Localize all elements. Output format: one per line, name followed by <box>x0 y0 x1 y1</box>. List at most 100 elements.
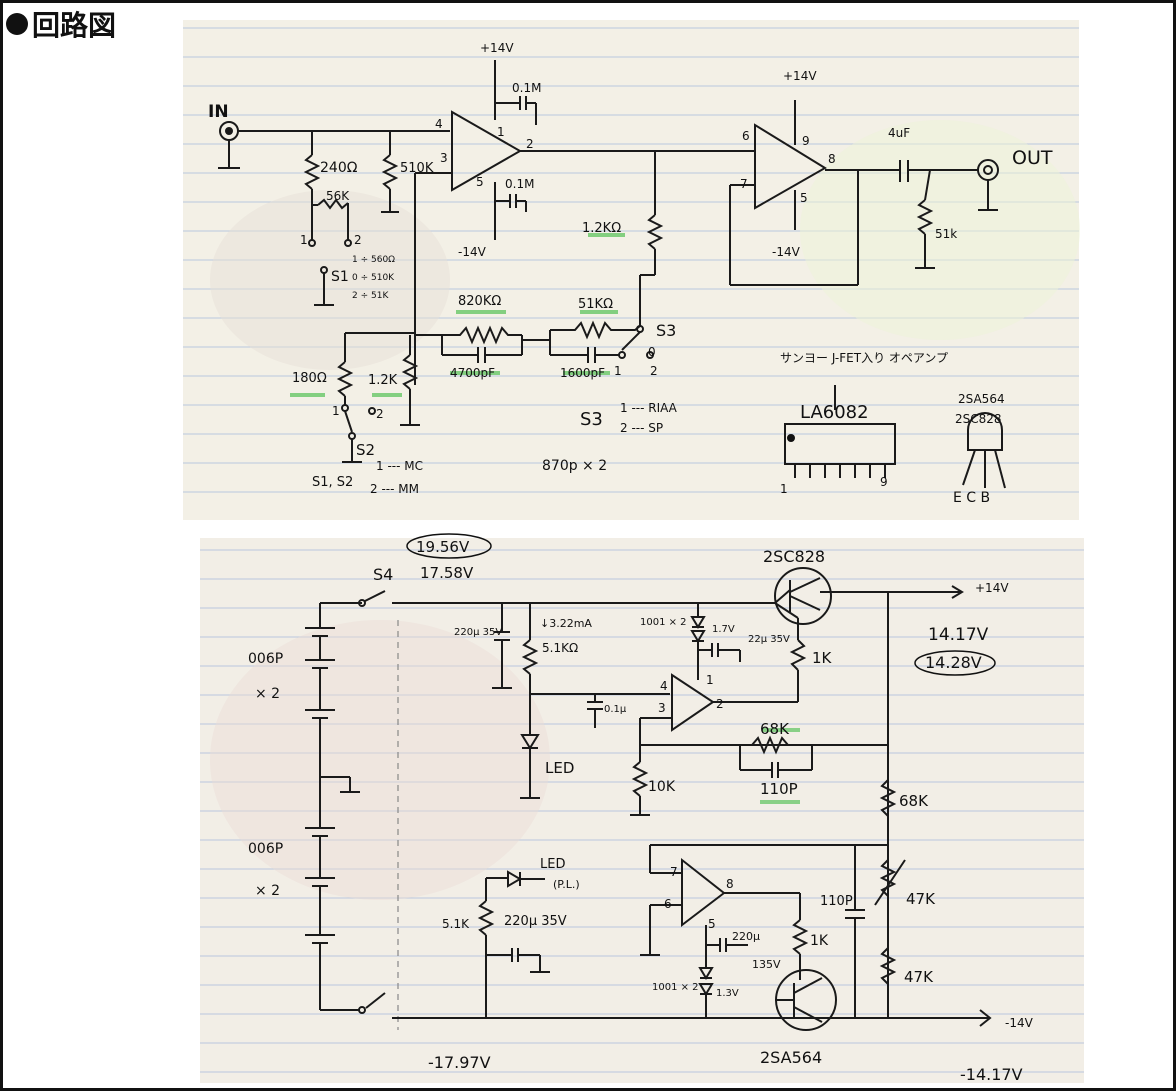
v1428-label: 14.28V <box>925 653 982 672</box>
d1001b-label: 1001 × 2 <box>652 982 699 993</box>
s1s2-label: S1, S2 <box>312 475 353 490</box>
s2-opt0: 1 --- MC <box>376 459 423 473</box>
led-current-label: ↓3.22mA <box>540 617 592 630</box>
ic-label: LA6082 <box>800 402 869 423</box>
c110b-label: 110P <box>820 894 853 909</box>
b-pin2: 2 <box>716 697 724 711</box>
c220c-label: 220μ <box>732 930 760 943</box>
d13-label: 1.3V <box>716 988 739 999</box>
c1600-label: 1600pF <box>560 366 605 380</box>
s3-opt0: 1 --- RIAA <box>620 401 678 415</box>
ic-pin-last: 9 <box>880 475 888 489</box>
pin5b: 5 <box>800 191 808 205</box>
tr-top-label: 2SC828 <box>763 547 825 566</box>
b-pin3: 3 <box>658 701 666 715</box>
pin8: 8 <box>828 152 836 166</box>
top-wires <box>218 60 1006 489</box>
s2-opt1: 2 --- MM <box>370 482 419 496</box>
v1417-label: 14.17V <box>928 625 989 645</box>
battery1-count: × 2 <box>255 686 280 702</box>
c01a-label: 0.1M <box>512 81 541 95</box>
pin7: 7 <box>740 177 748 191</box>
page-title-text: 回路図 <box>32 9 117 42</box>
pin6: 6 <box>742 129 750 143</box>
c220-label: 220μ 35V <box>454 627 502 638</box>
r240-label: 240Ω <box>320 160 358 176</box>
c22-label: 22μ 35V <box>748 634 790 645</box>
s1-opt1: 0 ÷ 510K <box>352 273 395 283</box>
s3-label2: S3 <box>580 409 603 430</box>
voltage-circle-right <box>914 650 996 676</box>
b-pin1: 1 <box>706 673 714 687</box>
minus14-top2: -14V <box>772 245 801 259</box>
r1kb-label: 1K <box>810 933 829 949</box>
ic-pin-first: 1 <box>780 482 788 496</box>
v1797-label: -17.97V <box>428 1053 491 1072</box>
green-highlights <box>290 233 625 397</box>
r10k-label: 10K <box>648 779 676 795</box>
s2-pin2: 2 <box>376 407 384 421</box>
led1-label: LED <box>545 759 574 777</box>
r51k-label: 5.1KΩ <box>542 641 578 655</box>
voltage-circle-top <box>406 533 492 559</box>
tr-type2: 2SC828 <box>955 412 1002 426</box>
s3-pin2: 2 <box>650 364 658 378</box>
battery2-label: 006P <box>248 841 283 857</box>
r51k-out-label: 51k <box>935 227 957 241</box>
bottom-labels: 19.56V 17.58V S4 2SC828 +14V 14.17V 14.2… <box>248 538 1034 1084</box>
s3-pin1: 1 <box>614 364 622 378</box>
s1-pin1: 1 <box>300 233 308 247</box>
tr-bot-label: 2SA564 <box>760 1048 822 1067</box>
tr-type1: 2SA564 <box>958 392 1005 406</box>
s1-opt2: 2 ÷ 51K <box>352 291 389 301</box>
out-label: OUT <box>1012 147 1053 169</box>
s1-label: S1 <box>331 269 349 285</box>
pin9: 9 <box>802 134 810 148</box>
s1-pin2: 2 <box>354 233 362 247</box>
pin1: 1 <box>497 125 505 139</box>
battery2-count: × 2 <box>255 883 280 899</box>
s2-label: S2 <box>356 441 375 459</box>
r56k-label: 56K <box>326 189 350 203</box>
plus14-label: +14V <box>975 581 1009 595</box>
r68k-label: 68K <box>760 720 790 738</box>
pin3: 3 <box>440 151 448 165</box>
pin2: 2 <box>526 137 534 151</box>
vneg1417-label: -14.17V <box>960 1065 1023 1084</box>
s2-pin1: 1 <box>332 404 340 418</box>
sanyo-note: サンヨー J-FET入り オペアンプ <box>780 351 948 365</box>
d1001-label: 1001 × 2 <box>640 617 687 628</box>
r1k-label: 1K <box>812 649 833 667</box>
c110-label: 110P <box>760 780 798 798</box>
c4700-label: 4700pF <box>450 366 495 380</box>
top-labels: IN OUT +14V -14V +14V -14V 0.1M 0.1M 240… <box>208 41 1053 506</box>
b-pin5: 5 <box>708 917 716 931</box>
minus14-label: -14V <box>1005 1016 1034 1030</box>
r47kb-label: 47K <box>904 968 934 986</box>
r47ka-label: 47K <box>906 890 936 908</box>
s4-label: S4 <box>373 565 393 584</box>
ic-pin1-dot <box>787 434 795 442</box>
b-pin6: 6 <box>664 897 672 911</box>
r180-label: 180Ω <box>292 371 327 386</box>
top-sheet <box>183 20 1080 520</box>
c220b-label: 220μ 35V <box>504 914 567 929</box>
plus14-top2: +14V <box>783 69 817 83</box>
v1956-label: 19.56V <box>416 538 470 556</box>
minus14-top: -14V <box>458 245 487 259</box>
page-title: 回路図 <box>6 4 116 44</box>
ecb-label: E C B <box>953 490 990 506</box>
c01b-label: 0.1M <box>505 177 534 191</box>
r68kb-label: 68K <box>899 792 929 810</box>
r820k-label: 820KΩ <box>458 294 501 309</box>
pin4: 4 <box>435 117 443 131</box>
r12k-label: 1.2KΩ <box>582 221 621 236</box>
bullet-icon <box>6 13 28 35</box>
v1758-label: 17.58V <box>420 564 474 582</box>
b-pin8: 8 <box>726 877 734 891</box>
r510k-label: 510K <box>400 161 434 176</box>
led2-label: LED <box>540 857 565 872</box>
s3-label: S3 <box>656 321 676 340</box>
